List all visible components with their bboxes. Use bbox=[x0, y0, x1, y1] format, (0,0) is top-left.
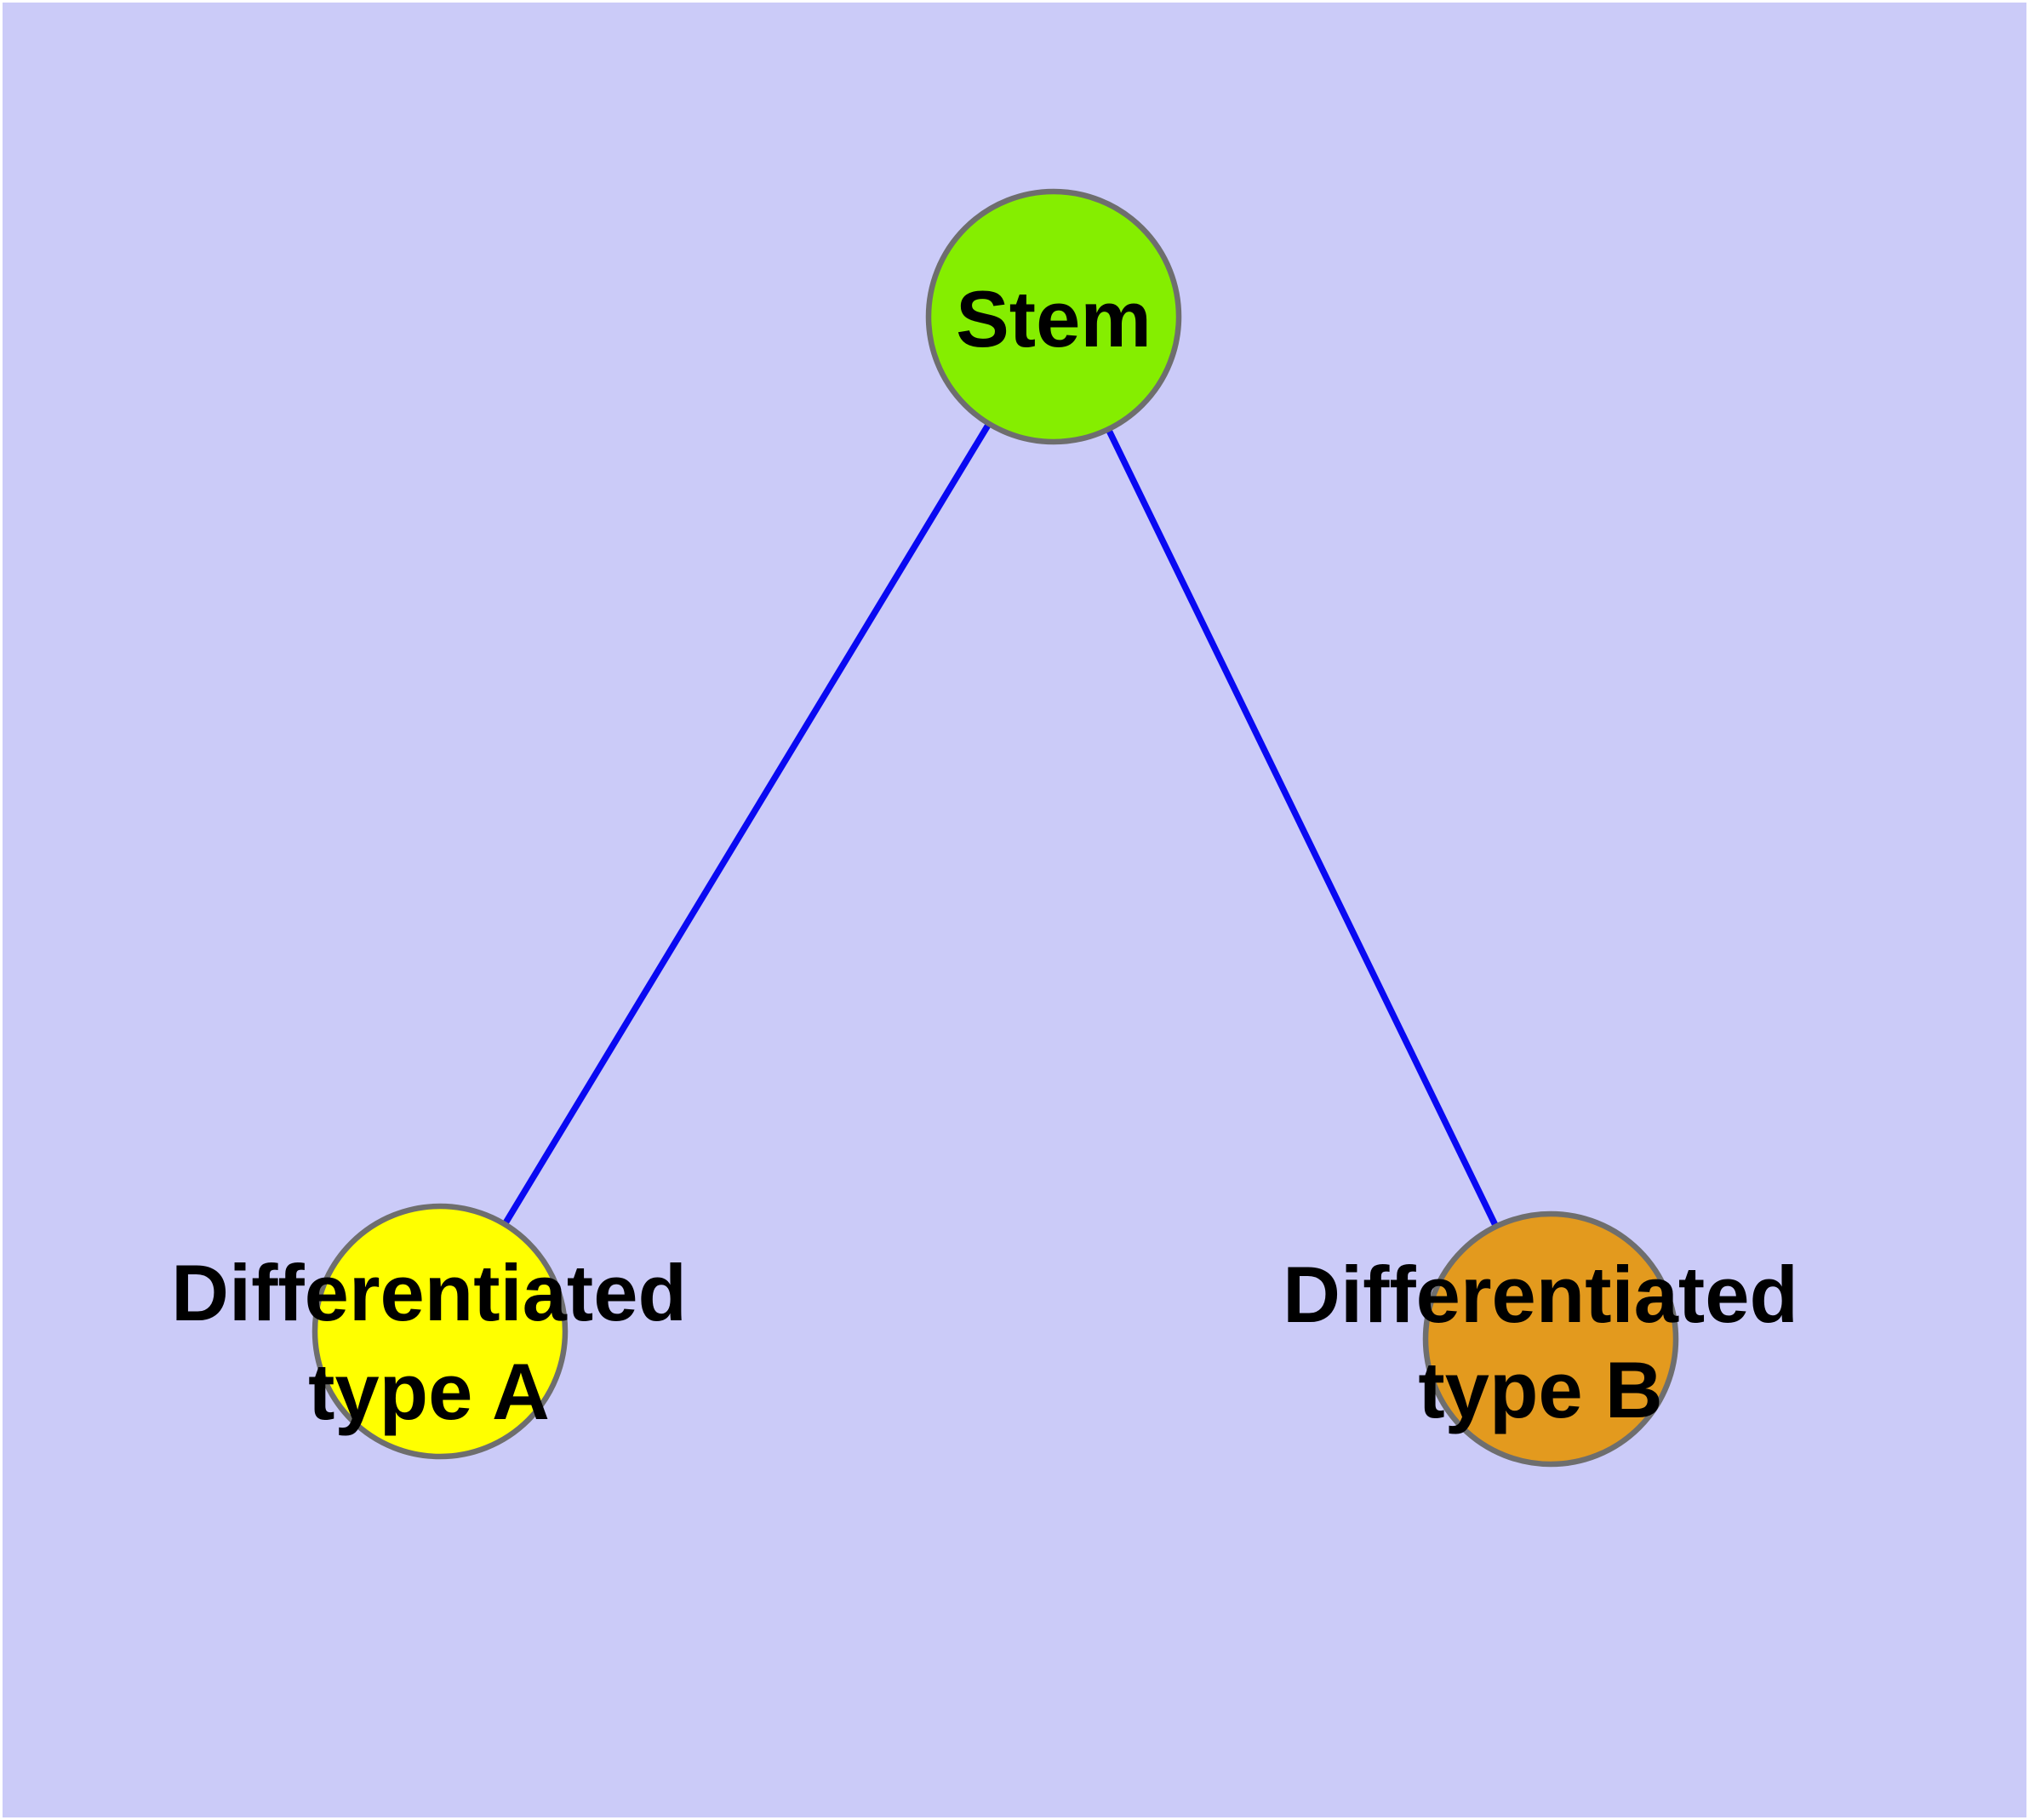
node-type-a-label-line2: type A bbox=[308, 1347, 550, 1436]
node-differentiated-type-a bbox=[311, 1203, 569, 1460]
node-stem-label: Stem bbox=[956, 274, 1152, 363]
edge-stem-to-type-b bbox=[1050, 315, 1554, 1341]
edge-stem-to-type-a bbox=[437, 315, 1057, 1333]
node-differentiated-type-b bbox=[1422, 1210, 1679, 1468]
node-type-a-label-line1: Differentiated bbox=[171, 1248, 687, 1337]
node-type-b-label-line1: Differentiated bbox=[1283, 1250, 1798, 1339]
node-stem bbox=[925, 188, 1182, 445]
node-type-b-label-line2: type B bbox=[1418, 1345, 1662, 1434]
